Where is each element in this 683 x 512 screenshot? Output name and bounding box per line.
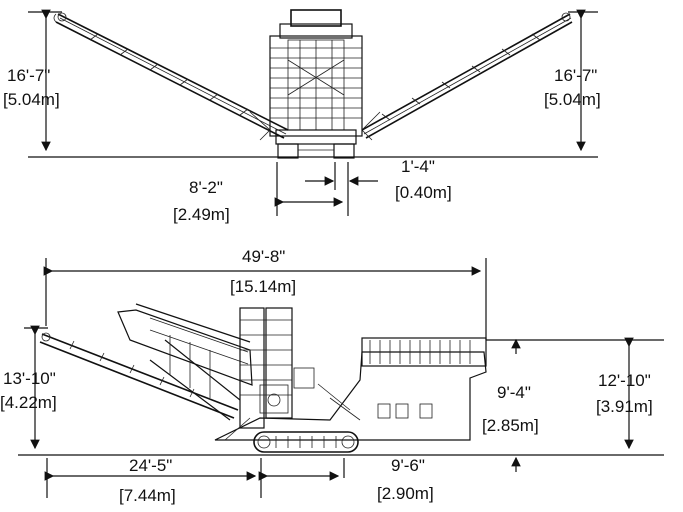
chassis-width-metric: [2.49m]	[173, 205, 230, 224]
feed-height-metric: [2.85m]	[482, 416, 539, 435]
rear-to-track-metric: [7.44m]	[119, 486, 176, 505]
feed-height-imperial: 9'-4"	[497, 383, 531, 402]
conveyor-height-imperial: 13'-10"	[3, 369, 56, 388]
track-length-metric: [2.90m]	[377, 484, 434, 503]
right-conveyor	[361, 12, 573, 141]
side-conveyor	[39, 332, 239, 419]
track-width-imperial: 1'-4"	[401, 157, 435, 176]
right-height-imperial: 16'-7"	[554, 66, 597, 85]
overall-length-metric: [15.14m]	[230, 277, 296, 296]
left-height-metric: [5.04m]	[3, 90, 60, 109]
left-height-imperial: 16'-7"	[7, 66, 50, 85]
side-view-machine	[39, 303, 487, 453]
overall-length-imperial: 49'-8"	[242, 247, 285, 266]
top-dimension-lines	[28, 9, 598, 216]
screen-box	[117, 303, 253, 421]
track-length-imperial: 9'-6"	[391, 456, 425, 475]
hopper-height-metric: [3.91m]	[596, 397, 653, 416]
right-height-metric: [5.04m]	[544, 90, 601, 109]
rear-to-track-imperial: 24'-5"	[129, 456, 172, 475]
side-chassis	[214, 337, 487, 441]
side-dimension-labels: 49'-8" [15.14m] 13'-10" [4.22m] 12'-10" …	[0, 247, 653, 505]
left-conveyor	[53, 12, 289, 141]
front-view-machine	[53, 9, 573, 159]
hopper-height-imperial: 12'-10"	[598, 371, 651, 390]
side-track	[253, 431, 359, 453]
side-dimension-lines	[18, 258, 664, 498]
top-dimension-labels: 16'-7" [5.04m] 16'-7" [5.04m] 8'-2" [2.4…	[3, 66, 601, 224]
chassis-width-imperial: 8'-2"	[189, 178, 223, 197]
central-tower	[269, 9, 363, 159]
track-width-metric: [0.40m]	[395, 183, 452, 202]
conveyor-height-metric: [4.22m]	[0, 393, 57, 412]
